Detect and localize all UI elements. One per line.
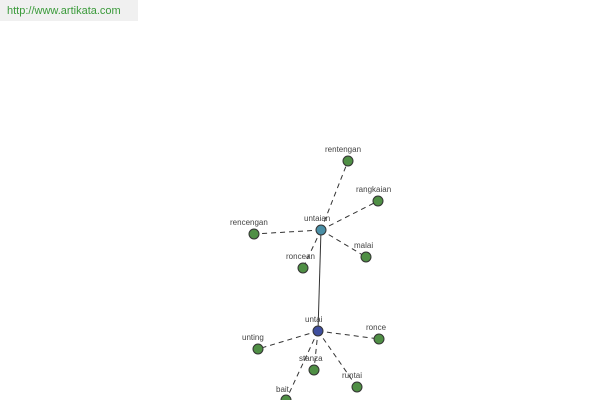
node-stanza[interactable] [308,364,320,376]
node-rangkaian[interactable] [372,195,384,207]
node-label-ronce: ronce [366,323,387,332]
edge-untai-runtai [317,330,358,388]
node-malai[interactable] [360,251,372,263]
node-label-untaian: untaian [304,214,330,223]
node-untaian[interactable] [315,224,327,236]
node-label-rangkaian: rangkaian [356,185,391,194]
edge-untai-ronce [317,330,380,340]
edge-untaian-rentengan [320,160,349,231]
node-bait[interactable] [280,394,292,400]
node-label-malai: malai [354,241,373,250]
labels-layer: untai untaian rentengan rangkaian rencengan m… [230,145,391,394]
node-label-rentengan: rentengan [325,145,361,154]
node-label-stanza: stanza [299,354,323,363]
edges-layer [253,160,380,400]
edge-untai-untaian [317,229,322,332]
edge-untaian-roncean [302,229,322,269]
node-label-runtai: runtai [342,371,362,380]
edge-untai-stanza [313,330,319,371]
node-label-bait: bait [276,385,290,394]
node-runtai[interactable] [351,381,363,393]
node-label-untai: untai [305,315,323,324]
node-rentengan[interactable] [342,155,354,167]
node-label-rencengan: rencengan [230,218,268,227]
node-ronce[interactable] [373,333,385,345]
edge-untaian-rangkaian [320,200,379,231]
node-rencengan[interactable] [248,228,260,240]
node-roncean[interactable] [297,262,309,274]
node-untai[interactable] [312,325,324,337]
node-label-roncean: roncean [286,252,315,261]
source-bar: http://www.artikata.com [0,0,138,21]
node-unting[interactable] [252,343,264,355]
source-link[interactable]: http://www.artikata.com [7,5,121,17]
edge-untaian-rencengan [253,229,322,235]
node-label-unting: unting [242,333,264,342]
nodes-layer [248,155,385,400]
edge-untai-unting [257,330,319,350]
edge-untai-bait [285,330,319,400]
